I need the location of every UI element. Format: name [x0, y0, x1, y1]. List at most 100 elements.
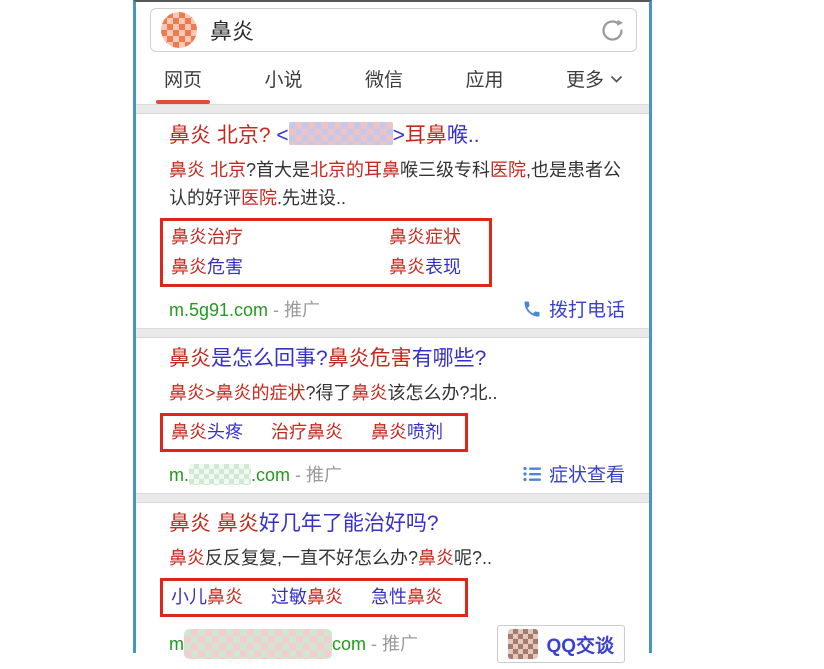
search-query-text[interactable]: 鼻炎 [210, 19, 255, 44]
text-run: m [169, 634, 184, 654]
text-run: 鼻炎 [207, 587, 243, 607]
section-divider [136, 493, 649, 503]
tab-apps[interactable]: 应用 [461, 65, 507, 104]
qq-chat-button[interactable]: QQ交谈 [497, 625, 625, 663]
sublink[interactable]: 鼻炎症状 [389, 225, 481, 250]
tab-more[interactable]: 更多 [562, 65, 627, 104]
phone-icon [524, 301, 540, 316]
text-run: > [392, 124, 405, 147]
tab-wechat[interactable]: 微信 [361, 65, 407, 104]
text-run: 北京的耳鼻 [310, 160, 401, 180]
refresh-button[interactable] [599, 17, 626, 44]
call-phone-label: 拨打电话 [548, 300, 625, 321]
refresh-icon [602, 19, 624, 41]
result-url: m com - 推广 [169, 629, 418, 659]
sublink[interactable]: 小儿鼻炎 [171, 585, 243, 610]
blurred-domain [184, 629, 332, 659]
text-run: 急性 [371, 587, 407, 607]
text-run: 医院 [241, 188, 277, 208]
text-run: 治疗鼻炎 [271, 422, 343, 442]
sublink[interactable]: 鼻炎治疗 [171, 225, 389, 250]
text-run: 鼻炎治疗 [171, 227, 243, 247]
result-description: 鼻炎反反复复,一直不好怎么办?鼻炎呢?.. [169, 544, 625, 572]
text-run: .com [251, 464, 291, 485]
text-run: 鼻炎症状 [389, 227, 461, 247]
text-run: 鼻炎危害 [327, 347, 412, 370]
highlighted-sublinks-box: 鼻炎治疗 鼻炎症状 鼻炎危害 鼻炎表现 [160, 218, 492, 287]
text-run: 鼻炎 [389, 257, 425, 277]
tab-label: 微信 [364, 70, 403, 91]
text-run: 鼻炎 [307, 587, 343, 607]
tab-webpages[interactable]: 网页 [155, 65, 211, 104]
call-phone-action[interactable]: 拨打电话 [522, 295, 625, 322]
text-run: 喉三级专科 [400, 160, 491, 180]
search-result-1: 鼻炎 北京? <>耳鼻喉.. 鼻炎 北京?首大是北京的耳鼻喉三级专科医院,也是患… [136, 114, 649, 328]
result-description: 鼻炎>鼻炎的症状?得了鼻炎该怎么办?北.. [169, 379, 625, 407]
chevron-down-icon [610, 68, 623, 90]
blurred-domain [189, 463, 251, 485]
qq-logo-blurred-icon [508, 629, 539, 659]
result-footer: m. .com - 推广 症状查看 [169, 460, 625, 487]
text-run: 是怎么回事? [211, 347, 328, 370]
text-run: - 推广 [366, 634, 419, 654]
tab-label: 更多 [565, 70, 604, 91]
result-footer: m.5g91.com - 推广 拨打电话 [169, 295, 625, 322]
text-run: ,也是患者公认的好评 [169, 160, 622, 208]
highlighted-sublinks-box: 小儿鼻炎 过敏鼻炎 急性鼻炎 [160, 578, 468, 617]
tab-label: 网页 [164, 70, 203, 91]
text-run: 鼻炎 [351, 383, 388, 403]
text-run: 危害 [207, 257, 243, 277]
text-run: .先进设.. [277, 188, 347, 208]
list-icon [523, 466, 541, 481]
text-run: < [270, 124, 289, 147]
text-run: 耳鼻 [404, 124, 447, 147]
tab-label: 小说 [264, 70, 303, 91]
text-run: ?首大是 [246, 160, 311, 180]
result-footer: m com - 推广 QQ交谈 [169, 625, 625, 663]
symptom-view-label: 症状查看 [548, 465, 625, 486]
sublink[interactable]: 鼻炎危害 [171, 255, 389, 280]
section-divider [136, 104, 649, 114]
text-run: 头疼 [207, 422, 243, 442]
text-run: 鼻炎 [169, 347, 211, 370]
result-title-link[interactable]: 鼻炎 鼻炎好几年了能治好吗? [169, 511, 625, 537]
text-run: 有哪些? [411, 347, 487, 370]
sublink[interactable]: 治疗鼻炎 [271, 420, 343, 445]
text-run: 该怎么办?北.. [387, 383, 498, 403]
text-run: 过敏 [271, 587, 307, 607]
sublink[interactable]: 急性鼻炎 [371, 585, 443, 610]
text-run: m. [169, 464, 189, 485]
sublink[interactable]: 过敏鼻炎 [271, 585, 343, 610]
text-run: com [332, 634, 367, 654]
qq-chat-label: QQ交谈 [546, 635, 614, 657]
text-run: 好几年了能治好吗? [258, 512, 439, 535]
text-run: 医院 [490, 160, 527, 180]
text-run: 鼻炎 北京? [169, 124, 271, 147]
result-description: 鼻炎 北京?首大是北京的耳鼻喉三级专科医院,也是患者公认的好评医院.先进设.. [169, 156, 625, 212]
section-divider [136, 328, 649, 338]
highlighted-sublinks-box: 鼻炎头疼 治疗鼻炎 鼻炎喷剂 [160, 413, 468, 452]
text-run: - 推广 [290, 464, 343, 485]
text-run: m.5g91.com [169, 299, 269, 320]
result-title-link[interactable]: 鼻炎是怎么回事?鼻炎危害有哪些? [169, 346, 625, 372]
mobile-search-page: 鼻炎 网页 小说 微信 应用 更多 [133, 0, 652, 669]
text-run: ?得了 [305, 383, 352, 403]
tab-bar: 网页 小说 微信 应用 更多 [136, 58, 649, 104]
text-run: 表现 [425, 257, 461, 277]
text-run: 呢?.. [454, 548, 493, 568]
text-run: 喷剂 [407, 422, 443, 442]
sublink[interactable]: 鼻炎表现 [389, 255, 481, 280]
text-run: 鼻炎 [371, 422, 407, 442]
sublink[interactable]: 鼻炎喷剂 [371, 420, 443, 445]
symptom-view-action[interactable]: 症状查看 [522, 460, 625, 487]
text-run: 喉.. [446, 124, 480, 147]
text-run: - [268, 299, 285, 320]
result-title-link[interactable]: 鼻炎 北京? < >耳鼻喉.. [169, 122, 625, 149]
search-result-2: 鼻炎是怎么回事?鼻炎危害有哪些? 鼻炎>鼻炎的症状?得了鼻炎该怎么办?北.. 鼻… [136, 338, 649, 493]
sublink[interactable]: 鼻炎头疼 [171, 420, 243, 445]
search-input[interactable]: 鼻炎 [150, 8, 637, 52]
tab-novels[interactable]: 小说 [260, 65, 306, 104]
text-run: 鼻炎 鼻炎 [169, 512, 259, 535]
blurred-app-logo-icon [161, 12, 197, 48]
text-run: 鼻炎 北京 [169, 160, 247, 180]
